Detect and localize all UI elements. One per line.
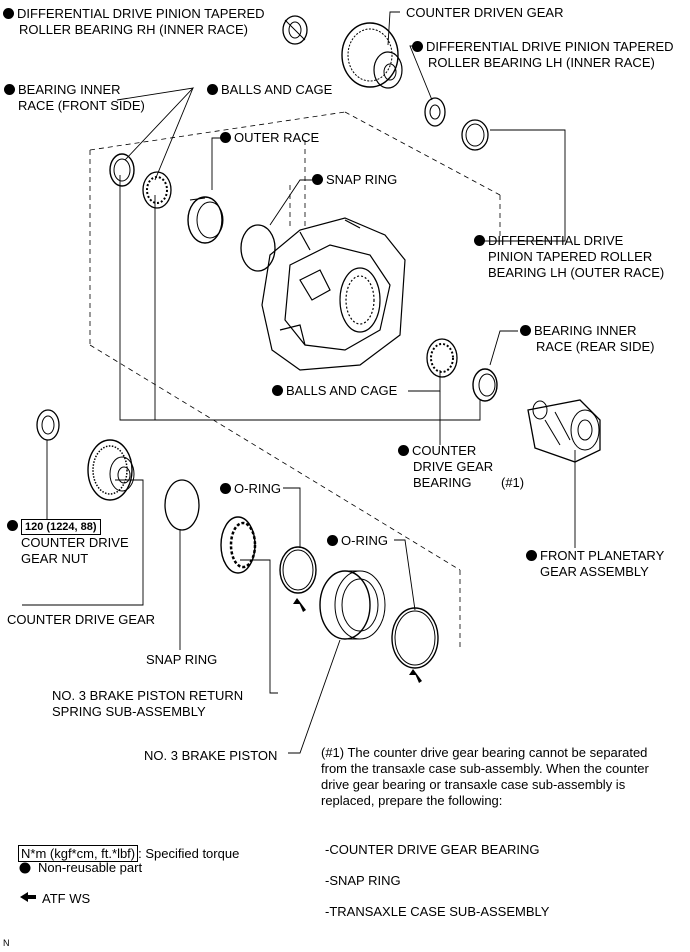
leader-lines bbox=[22, 11, 576, 754]
balls-and-cage-top-part bbox=[142, 171, 172, 209]
label-outer-race: OUTER RACE bbox=[220, 130, 319, 146]
corner-mark: N bbox=[3, 938, 10, 948]
counter-drive-gear-part bbox=[87, 439, 135, 501]
brake-piston-part bbox=[319, 570, 386, 640]
non-reusable-dot-icon bbox=[526, 550, 537, 561]
legend-non-reusable: Non-reusable part bbox=[38, 860, 143, 875]
note-text: (#1) The counter drive gear bearing cann… bbox=[321, 745, 649, 808]
label-snap-ring-bottom: SNAP RING bbox=[146, 652, 218, 667]
o-ring-1-part bbox=[279, 546, 317, 594]
label-snap-ring-top: SNAP RING bbox=[312, 172, 397, 188]
note-item: -TRANSAXLE CASE SUB-ASSEMBLY bbox=[325, 904, 550, 919]
label-o-ring-2: O-RING bbox=[327, 533, 388, 549]
legend-atf: ATF WS bbox=[42, 891, 91, 906]
non-reusable-icon bbox=[19, 862, 31, 874]
non-reusable-dot-icon bbox=[207, 84, 218, 95]
non-reusable-dot-icon bbox=[3, 8, 14, 19]
label-balls-and-cage-top: BALLS AND CAGE bbox=[207, 82, 332, 98]
bearing-inner-race-rear-part bbox=[472, 368, 498, 402]
outer-race-part bbox=[187, 196, 224, 244]
torque-unit-box: N*m (kgf*cm, ft.*lbf) bbox=[18, 845, 139, 862]
non-reusable-dot-icon bbox=[312, 174, 323, 185]
label-brake-return-spring: NO. 3 BRAKE PISTON RETURN SPRING SUB-ASS… bbox=[52, 688, 244, 719]
label-counter-drive-gear-nut: 120 (1224, 88) COUNTER DRIVE GEAR NUT bbox=[7, 518, 129, 567]
label-counter-drive-gear: COUNTER DRIVE GEAR bbox=[7, 612, 156, 627]
diff-lh-inner-race-part bbox=[424, 97, 446, 127]
label-bearing-inner-front: BEARING INNER RACE (FRONT SIDE) bbox=[4, 82, 145, 114]
label-brake-piston: NO. 3 BRAKE PISTON bbox=[144, 748, 278, 763]
non-reusable-dot-icon bbox=[7, 520, 18, 531]
o-ring-2-part bbox=[391, 607, 439, 669]
non-reusable-dot-icon bbox=[474, 235, 485, 246]
non-reusable-dot-icon bbox=[220, 483, 231, 494]
note-item: -SNAP RING bbox=[325, 873, 401, 888]
non-reusable-dot-icon bbox=[220, 132, 231, 143]
snap-ring-bottom-part bbox=[164, 479, 200, 531]
note-item: -COUNTER DRIVE GEAR BEARING bbox=[325, 842, 540, 857]
torque-value-box: 120 (1224, 88) bbox=[21, 519, 101, 535]
diff-lh-outer-race-part bbox=[461, 119, 489, 151]
label-counter-driven-gear: COUNTER DRIVEN GEAR bbox=[406, 5, 564, 20]
label-note-ref: (#1) bbox=[501, 475, 525, 490]
label-balls-and-cage-mid: BALLS AND CAGE bbox=[272, 383, 397, 399]
label-bearing-inner-rear: BEARING INNER RACE (REAR SIDE) bbox=[520, 323, 654, 355]
legend-torque: N*m (kgf*cm, ft.*lbf): Specified torque bbox=[18, 845, 239, 862]
label-diff-rh-inner: DIFFERENTIAL DRIVE PINION TAPERED ROLLER… bbox=[3, 6, 265, 38]
non-reusable-dot-icon bbox=[398, 445, 409, 456]
non-reusable-dot-icon bbox=[327, 535, 338, 546]
dashed-guides bbox=[89, 111, 501, 650]
label-counter-drive-bearing: COUNTER DRIVE GEAR BEARING bbox=[398, 443, 493, 491]
transaxle-case-part bbox=[261, 217, 406, 371]
atf-arrow-icon bbox=[293, 598, 306, 612]
non-reusable-dot-icon bbox=[412, 41, 423, 52]
snap-ring-top-part bbox=[240, 224, 276, 272]
atf-arrows bbox=[20, 598, 422, 902]
counter-drive-gear-nut-part bbox=[36, 409, 60, 441]
label-diff-lh-outer: DIFFERENTIAL DRIVE PINION TAPERED ROLLER… bbox=[474, 233, 664, 281]
atf-arrow-icon bbox=[409, 669, 422, 683]
balls-and-cage-mid-part bbox=[426, 338, 458, 378]
brake-piston-return-spring-part bbox=[220, 516, 257, 574]
label-front-planetary: FRONT PLANETARY GEAR ASSEMBLY bbox=[526, 548, 664, 580]
diff-rh-inner-race-part bbox=[282, 15, 308, 45]
counter-driven-gear-part bbox=[341, 22, 403, 89]
front-planetary-gear-part bbox=[527, 399, 601, 463]
label-diff-lh-inner: DIFFERENTIAL DRIVE PINION TAPERED ROLLER… bbox=[412, 39, 674, 71]
non-reusable-dot-icon bbox=[4, 84, 15, 95]
non-reusable-dot-icon bbox=[272, 385, 283, 396]
label-o-ring-1: O-RING bbox=[220, 481, 281, 497]
bearing-inner-race-front-part bbox=[109, 153, 135, 187]
atf-legend-arrow-icon bbox=[20, 892, 36, 902]
non-reusable-dot-icon bbox=[520, 325, 531, 336]
